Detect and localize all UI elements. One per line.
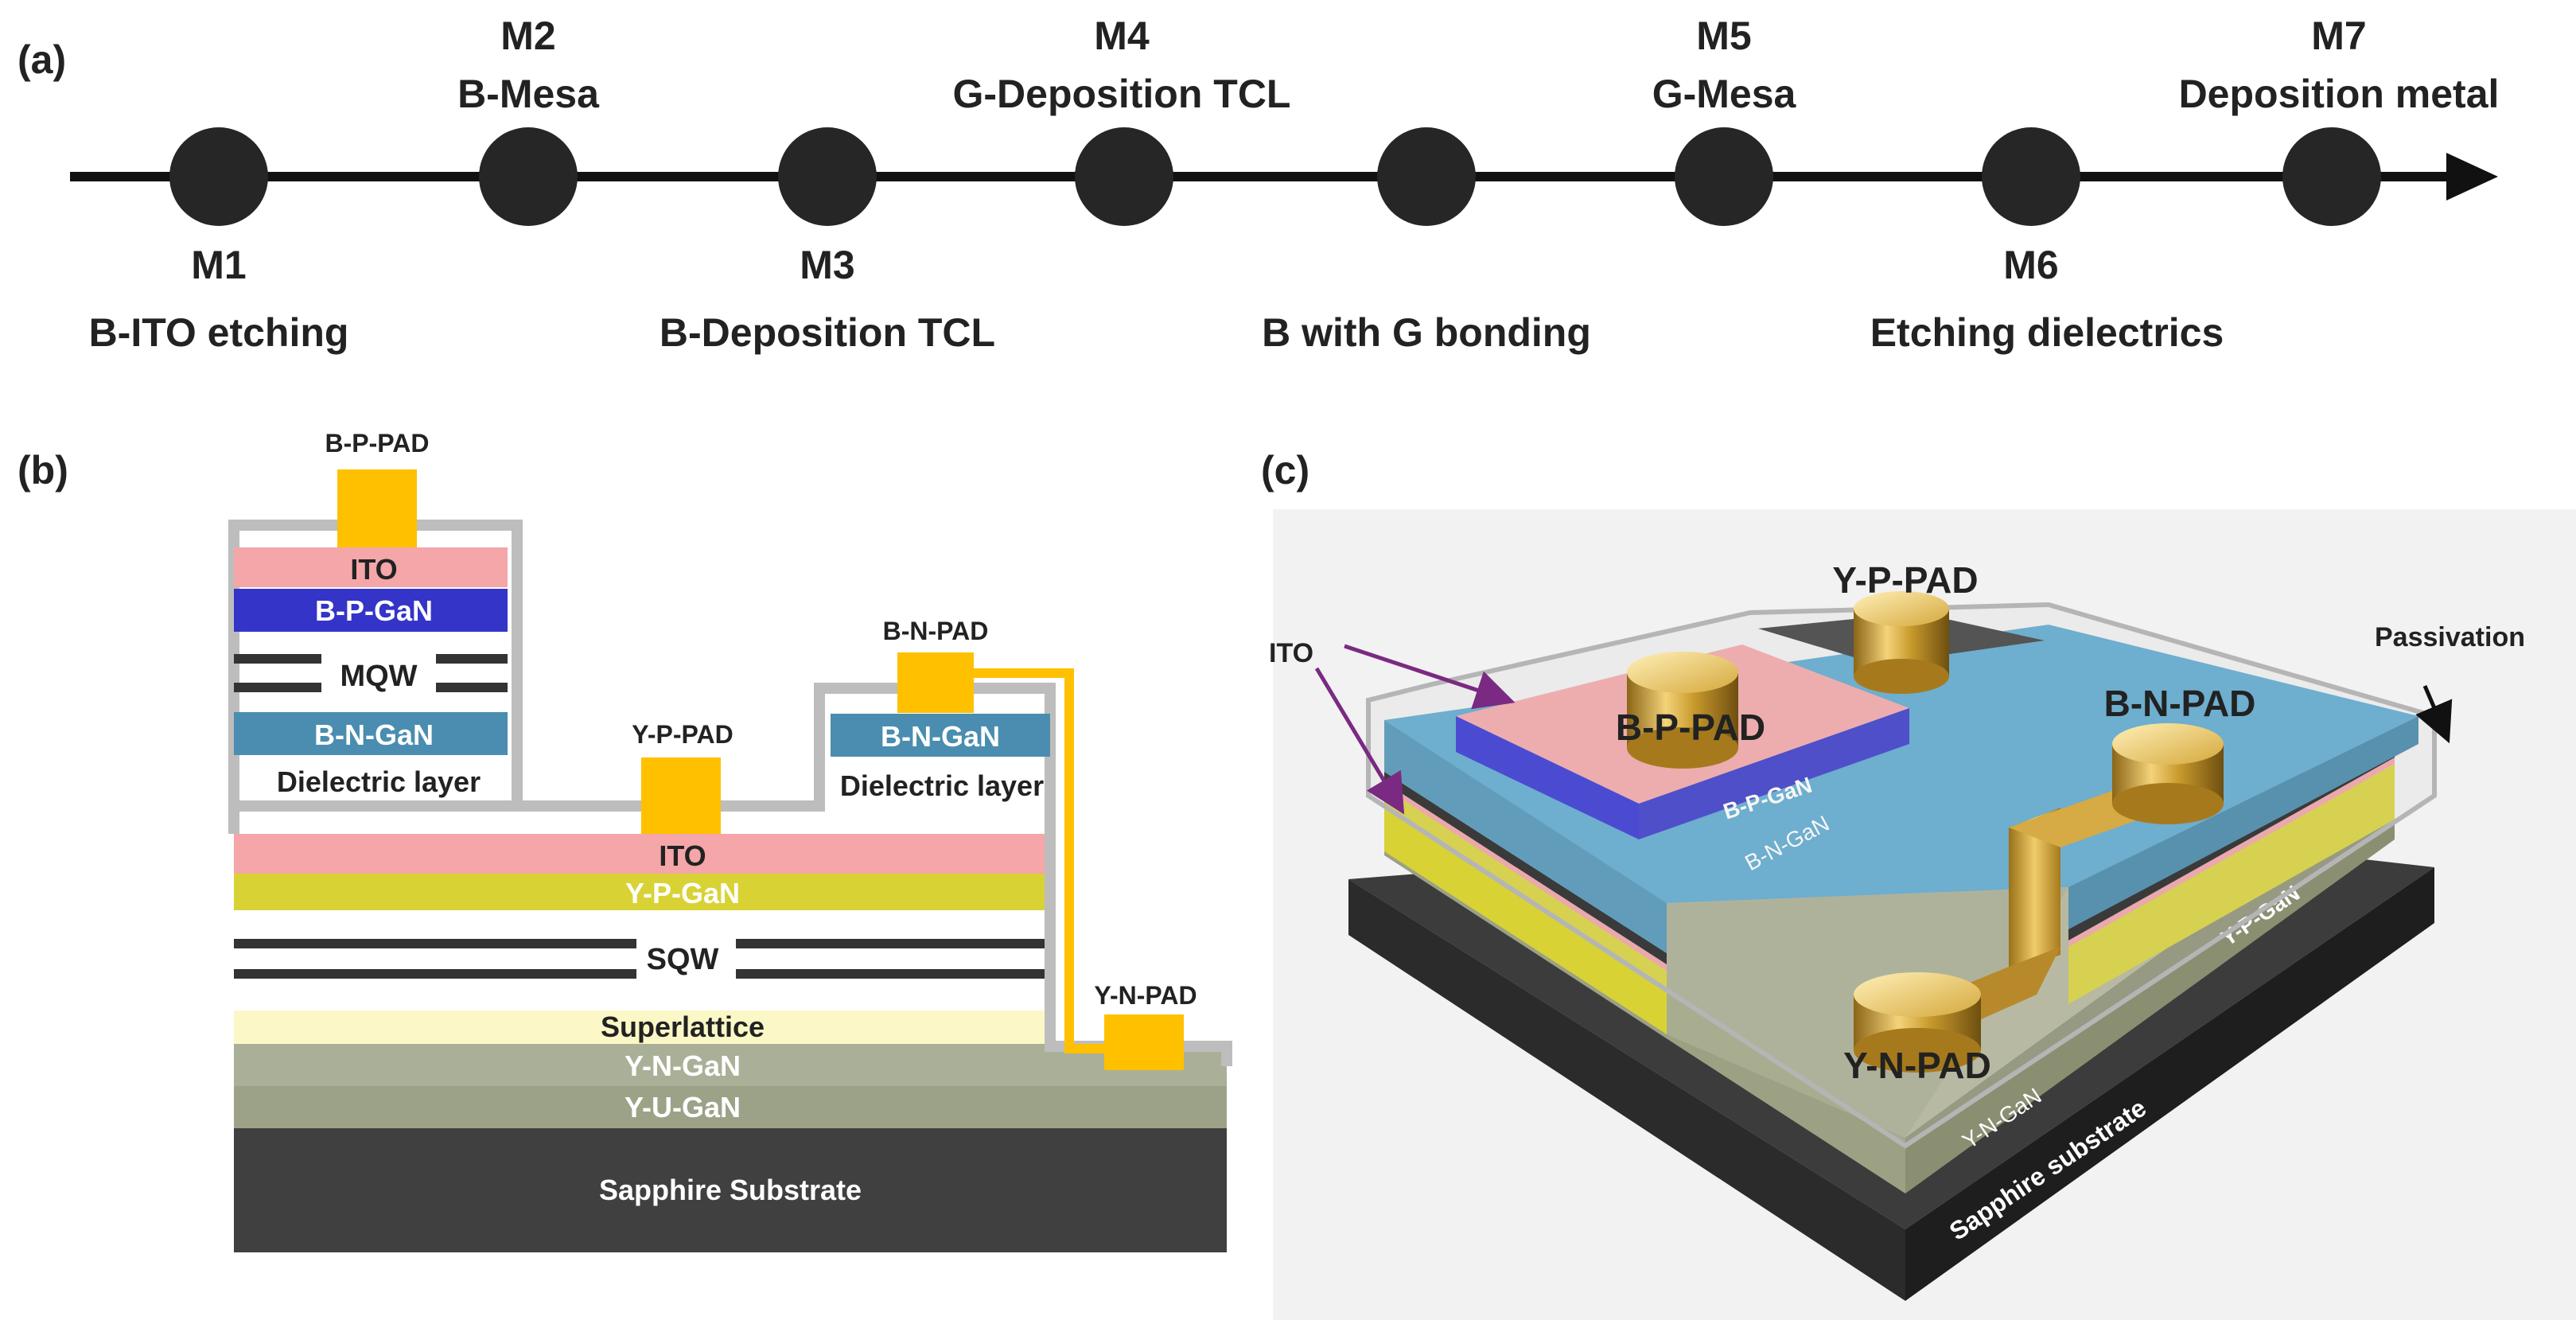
b-b-p-pad-label: B-P-PAD bbox=[325, 429, 430, 458]
step-m3-code: M3 bbox=[800, 243, 854, 287]
b-y-p-pad-label: Y-P-PAD bbox=[632, 720, 733, 749]
c-substrate-left bbox=[1348, 879, 1905, 1301]
b-y-n-pad bbox=[1104, 1014, 1184, 1070]
b-b-n-gan-left-label: B-N-GaN bbox=[314, 718, 434, 751]
b-ito-top-layer bbox=[234, 547, 508, 587]
b-b-n-gan-right-label: B-N-GaN bbox=[881, 720, 1000, 753]
b-y-u-gan-layer bbox=[234, 1086, 1227, 1128]
step-m7-name: Deposition metal bbox=[2179, 72, 2500, 116]
b-mqw-line-3 bbox=[234, 683, 321, 692]
c-y-p-gan-right bbox=[2068, 764, 2395, 1004]
b-y-p-pad bbox=[641, 757, 721, 834]
b-y-p-gan-layer bbox=[234, 874, 1049, 910]
step-m4-code: M4 bbox=[1094, 14, 1150, 58]
b-b-n-gan-right-layer bbox=[831, 714, 1050, 757]
b-b-n-pad bbox=[897, 652, 974, 713]
c-ito-arrow-1 bbox=[1344, 644, 1516, 710]
panel-b-label: (b) bbox=[18, 448, 68, 493]
timeline-node-m1 bbox=[169, 127, 268, 226]
c-y-n-pad-cylinder bbox=[1854, 972, 1981, 1073]
step-m5-code: M5 bbox=[1696, 14, 1751, 58]
step-m4-name: G-Deposition TCL bbox=[953, 72, 1291, 116]
step-m1-name: B-ITO etching bbox=[89, 310, 349, 355]
panel-a: (a) M2 B-Mesa M4 G-Deposition TCL M5 G-M… bbox=[18, 14, 2499, 355]
b-dielectric-right-label: Dielectric layer bbox=[840, 769, 1044, 802]
b-sqw-line-3 bbox=[234, 969, 636, 979]
timeline-node-m3 bbox=[778, 127, 877, 226]
c-y-n-pad-label: Y-N-PAD bbox=[1843, 1045, 1991, 1086]
b-y-u-gan-label: Y-U-GaN bbox=[625, 1091, 741, 1123]
step-m6-code: M6 bbox=[2003, 243, 2058, 287]
c-substrate-right bbox=[1905, 867, 2434, 1301]
step-m5-name: G-Mesa bbox=[1652, 72, 1797, 116]
timeline-node-m2 bbox=[479, 127, 578, 226]
c-passivation-label: Passivation bbox=[2375, 622, 2525, 652]
b-sqw-line-4 bbox=[736, 969, 1049, 979]
b-interconnect bbox=[974, 668, 1114, 1053]
b-mqw-label: MQW bbox=[340, 660, 417, 693]
c-b-p-pad-label: B-P-PAD bbox=[1616, 707, 1765, 748]
b-b-p-gan-layer bbox=[234, 589, 508, 632]
panel-c-label: (c) bbox=[1261, 448, 1309, 493]
b-superlattice-label: Superlattice bbox=[601, 1010, 765, 1043]
b-superlattice-layer bbox=[234, 1010, 1049, 1044]
step-m2-name: B-Mesa bbox=[457, 72, 600, 116]
timeline-node-m5 bbox=[1675, 127, 1773, 226]
b-ito-mid-label: ITO bbox=[659, 839, 706, 872]
step-m3-name: B-Deposition TCL bbox=[660, 310, 995, 355]
panel-c: (c) Sapphire substrate Y-N-GaN Y-P-GaN B… bbox=[1261, 448, 2576, 1320]
c-ito-strip-left bbox=[1384, 782, 1667, 971]
c-dark-line-left bbox=[1384, 772, 1667, 964]
c-y-p-pad-cylinder bbox=[1854, 591, 1949, 694]
b-y-n-pad-label: Y-N-PAD bbox=[1094, 981, 1197, 1010]
panel-b: (b) Sapphire Substrate Y-U-GaN Y-N-GaN S… bbox=[18, 429, 1232, 1252]
c-passivation-arrow-line bbox=[2415, 685, 2453, 744]
c-b-n-gan-right bbox=[2068, 716, 2418, 929]
step-m7-code: M7 bbox=[2311, 14, 2366, 58]
b-b-p-pad bbox=[337, 469, 417, 547]
timeline-node-m4 bbox=[1075, 127, 1173, 226]
b-mqw-line-4 bbox=[436, 683, 508, 692]
b-b-n-pad-label: B-N-PAD bbox=[883, 617, 989, 645]
b-substrate-layer bbox=[234, 1128, 1227, 1252]
b-ito-mid-layer bbox=[234, 834, 1049, 874]
step-bonding-name: B with G bonding bbox=[1262, 310, 1591, 355]
timeline-node-m6 bbox=[1982, 127, 2080, 226]
b-substrate-label: Sapphire Substrate bbox=[599, 1174, 862, 1206]
b-y-p-gan-label: Y-P-GaN bbox=[625, 877, 740, 909]
c-b-n-pad-cylinder bbox=[2112, 723, 2224, 824]
timeline-arrowhead bbox=[2446, 153, 2498, 201]
c-ito-strip-right bbox=[2068, 757, 2395, 947]
c-b-p-pad-cylinder bbox=[1627, 652, 1738, 769]
step-m2-code: M2 bbox=[500, 14, 555, 58]
panel-a-label: (a) bbox=[18, 37, 66, 82]
b-y-n-gan-label: Y-N-GaN bbox=[625, 1049, 741, 1082]
c-ito-arrow-2 bbox=[1314, 667, 1405, 815]
b-b-n-gan-left-layer bbox=[234, 712, 508, 755]
c-strap-vertical bbox=[2009, 808, 2060, 975]
b-sqw-label: SQW bbox=[647, 943, 719, 976]
b-sqw-line-2 bbox=[736, 939, 1049, 948]
c-b-n-pad-label: B-N-PAD bbox=[2104, 683, 2256, 724]
c-y-p-pad-label: Y-P-PAD bbox=[1832, 559, 1978, 601]
c-b-n-gan-left bbox=[1384, 720, 1667, 953]
step-m1-code: M1 bbox=[191, 243, 246, 287]
b-sqw-line-1 bbox=[234, 939, 636, 948]
step-m6-name: Etching dielectrics bbox=[1870, 310, 2224, 355]
c-b-p-gan-right bbox=[1639, 708, 1909, 839]
b-mqw-line-2 bbox=[436, 654, 508, 664]
b-b-p-gan-label: B-P-GaN bbox=[315, 594, 433, 627]
c-ito-label: ITO bbox=[1269, 638, 1313, 668]
timeline-node-bonding bbox=[1377, 127, 1476, 226]
b-mqw-line-1 bbox=[234, 654, 321, 664]
timeline-node-m7 bbox=[2282, 127, 2381, 226]
b-ito-top-label: ITO bbox=[350, 553, 397, 586]
c-b-p-gan-left bbox=[1456, 716, 1639, 839]
b-dielectric-left-label: Dielectric layer bbox=[277, 765, 481, 798]
